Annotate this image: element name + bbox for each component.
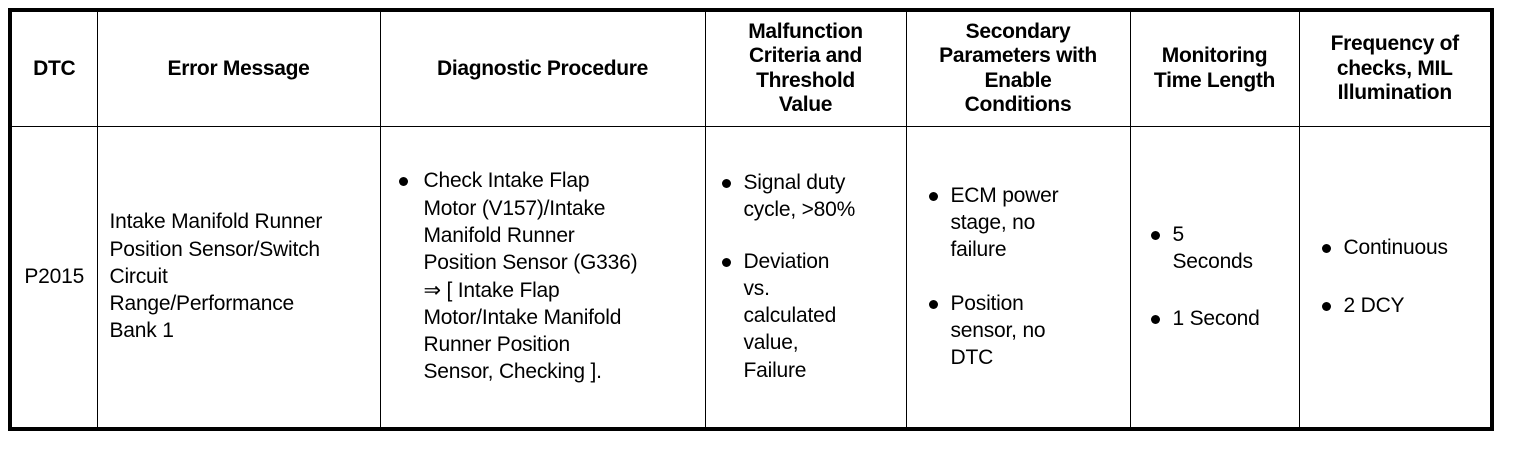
text-line: Range/Performance [109, 292, 295, 316]
text-line: Circuit [109, 264, 168, 288]
text-line: ⇒ [ Intake Flap [423, 278, 560, 302]
text-line: 2 DCY [1343, 293, 1405, 317]
secondary-parameters-list: ECM power stage, no failure Position sen… [907, 182, 1130, 372]
header-line: Secondary [965, 20, 1071, 44]
error-message-text: Intake Manifold Runner Position Sensor/S… [98, 204, 380, 348]
text-line: DTC [950, 346, 994, 370]
table-row: P2015 Intake Manifold Runner Position Se… [9, 125, 1493, 429]
list-item: Continuous [1314, 234, 1483, 261]
header-line: checks, MIL [1336, 56, 1453, 80]
text-line: Motor (V157)/Intake [423, 196, 606, 220]
list-item: Check Intake Flap Motor (V157)/Intake Ma… [391, 167, 697, 385]
text-line: Failure [743, 358, 807, 382]
header-line: Criteria and [748, 44, 863, 68]
cell-error-message: Intake Manifold Runner Position Sensor/S… [96, 125, 381, 429]
text-line: Deviation [743, 249, 830, 273]
malfunction-criteria-list: Signal duty cycle, >80% Deviation vs. ca… [706, 169, 906, 384]
dtc-diagnostics-table: DTC Error Message Diagnostic Procedure M… [8, 8, 1494, 431]
text-line: Sensor, Checking ]. [423, 360, 603, 384]
list-item: 1 Second [1143, 305, 1291, 332]
list-item: 5 Seconds [1143, 221, 1291, 276]
text-line: Check Intake Flap [423, 169, 590, 193]
header-line: Time Length [1153, 68, 1276, 92]
header-line: Parameters with [939, 44, 1097, 68]
cell-monitoring-time-length: 5 Seconds 1 Second [1129, 125, 1300, 429]
cell-secondary-parameters: ECM power stage, no failure Position sen… [905, 125, 1131, 429]
text-line: vs. [743, 276, 770, 300]
text-line: Signal duty [743, 170, 846, 194]
text-line: stage, no [950, 210, 1036, 234]
text-line: Bank 1 [109, 319, 174, 343]
cell-diagnostic-procedure: Check Intake Flap Motor (V157)/Intake Ma… [379, 125, 706, 429]
column-header-error-message: Error Message [96, 9, 381, 127]
column-header-dtc: DTC [9, 9, 98, 127]
text-line: Intake Manifold Runner [109, 210, 323, 234]
list-item: Position sensor, no DTC [921, 290, 1122, 372]
cell-dtc: P2015 [9, 125, 98, 429]
list-item: 2 DCY [1314, 292, 1483, 319]
monitoring-time-list: 5 Seconds 1 Second [1131, 221, 1299, 333]
text-line: Position [950, 291, 1024, 315]
header-line: Conditions [964, 93, 1072, 117]
text-line: value, [743, 331, 799, 355]
text-line: Motor/Intake Manifold [423, 305, 622, 329]
header-line: Value [778, 93, 833, 117]
cell-malfunction-criteria: Signal duty cycle, >80% Deviation vs. ca… [704, 125, 907, 429]
header-line: Illumination [1337, 80, 1453, 104]
text-line: ECM power [950, 183, 1059, 207]
column-header-malfunction-criteria: Malfunction Criteria and Threshold Value [704, 9, 907, 127]
header-line: Monitoring [1161, 44, 1268, 68]
header-line: Diagnostic Procedure [436, 56, 649, 80]
cell-frequency-mil: Continuous 2 DCY [1298, 125, 1493, 429]
header-line: Frequency of [1330, 32, 1460, 56]
table-header: DTC Error Message Diagnostic Procedure M… [9, 9, 1493, 127]
header-line: Malfunction [748, 20, 863, 44]
list-item: Deviation vs. calculated value, Failure [714, 248, 898, 384]
column-header-frequency-mil: Frequency of checks, MIL Illumination [1298, 9, 1493, 127]
text-line: 1 Second [1172, 307, 1260, 331]
text-line: Seconds [1172, 249, 1254, 273]
text-line: Manifold Runner [423, 223, 575, 247]
diagnostic-procedure-list: Check Intake Flap Motor (V157)/Intake Ma… [381, 167, 705, 385]
column-header-monitoring-time-length: Monitoring Time Length [1129, 9, 1300, 127]
dtc-code: P2015 [24, 264, 85, 288]
list-item: ECM power stage, no failure [921, 182, 1122, 264]
text-line: cycle, >80% [743, 198, 856, 222]
text-line: Position Sensor/Switch [109, 237, 321, 261]
header-line: Error Message [167, 56, 310, 80]
text-line: Continuous [1343, 236, 1448, 260]
column-header-secondary-parameters: Secondary Parameters with Enable Conditi… [905, 9, 1131, 127]
header-line: Threshold [756, 68, 855, 92]
text-line: sensor, no [950, 318, 1046, 342]
text-line: Position Sensor (G336) [423, 251, 638, 275]
text-line: failure [950, 238, 1007, 262]
table-body: P2015 Intake Manifold Runner Position Se… [9, 125, 1493, 429]
frequency-mil-list: Continuous 2 DCY [1300, 234, 1491, 319]
text-line: 5 [1172, 222, 1185, 246]
header-row: DTC Error Message Diagnostic Procedure M… [9, 9, 1493, 127]
header-line: DTC [33, 56, 76, 80]
column-header-diagnostic-procedure: Diagnostic Procedure [379, 9, 706, 127]
list-item: Signal duty cycle, >80% [714, 169, 898, 224]
header-line: Enable [984, 68, 1052, 92]
text-line: Runner Position [423, 333, 571, 357]
text-line: calculated [743, 304, 837, 328]
